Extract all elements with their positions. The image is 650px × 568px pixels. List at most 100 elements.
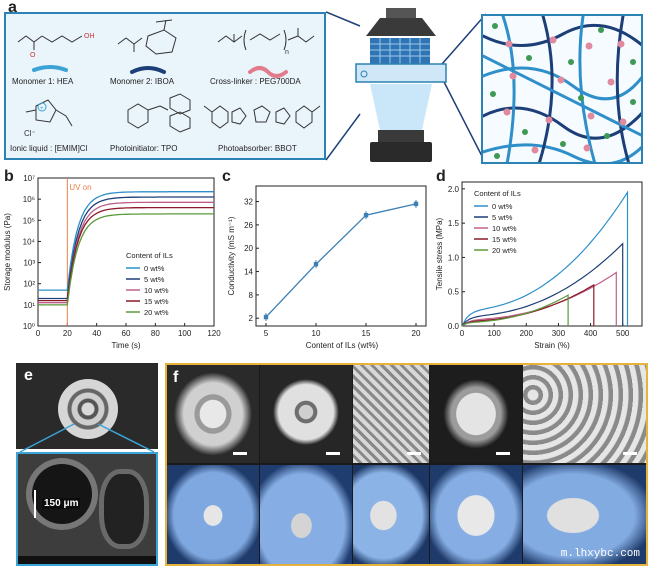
monomer1-label: Monomer 1: HEA bbox=[12, 77, 74, 86]
uv-on-annotation: UV on bbox=[69, 183, 91, 192]
watermark: m.lhxybc.com bbox=[560, 548, 640, 560]
data-point bbox=[363, 212, 369, 218]
series-line bbox=[38, 191, 214, 291]
hea-structure bbox=[17, 35, 83, 50]
crosslinker-label: Cross-linker : PEG700DA bbox=[210, 77, 301, 86]
scale-bar bbox=[623, 452, 637, 455]
scale-bar bbox=[233, 452, 247, 455]
x-tick-label: 20 bbox=[63, 329, 72, 338]
panel-d-letter: d bbox=[436, 168, 446, 185]
printed-part-5 bbox=[523, 365, 646, 463]
x-tick-label: 200 bbox=[520, 329, 534, 338]
legend-label: 15 wt% bbox=[144, 297, 169, 306]
chart-b-series bbox=[38, 191, 214, 306]
y-tick-label: 20 bbox=[244, 244, 253, 253]
build-plate bbox=[366, 18, 436, 36]
hea-oh: OH bbox=[84, 33, 95, 40]
y-tick-label: 14 bbox=[244, 268, 253, 277]
uv-light-beam bbox=[370, 84, 432, 130]
legend-label: 10 wt% bbox=[144, 286, 169, 295]
legend-label: 5 wt% bbox=[144, 275, 165, 284]
x-tick-label: 5 bbox=[264, 329, 269, 338]
chart-b-legend-title: Content of ILs bbox=[126, 251, 173, 260]
x-tick-label: 500 bbox=[616, 329, 630, 338]
x-tick-label: 0 bbox=[36, 329, 41, 338]
chart-b-legend: 0 wt% 5 wt% 10 wt% 15 wt% 20 wt% bbox=[126, 264, 169, 317]
legend-label: 20 wt% bbox=[144, 308, 169, 317]
chart-b-xlabel: Time (s) bbox=[111, 341, 140, 350]
y-tick-label: 0.5 bbox=[448, 288, 460, 297]
sem-image: 150 μm bbox=[16, 452, 158, 566]
x-tick-label: 40 bbox=[92, 329, 101, 338]
y-tick-label: 32 bbox=[244, 198, 253, 207]
vat-icon bbox=[360, 70, 368, 78]
flexed-part-2 bbox=[260, 465, 352, 564]
iboa-glyph bbox=[130, 66, 166, 74]
y-tick-label: 8 bbox=[249, 291, 254, 300]
panel-f-photo-grid: f m.lhxybc.com bbox=[165, 363, 648, 566]
chloride-ion: Cl⁻ bbox=[24, 129, 36, 138]
y-tick-label: 10⁴ bbox=[23, 237, 36, 246]
plus-charge-icon bbox=[37, 102, 47, 112]
legend-label: 15 wt% bbox=[492, 235, 517, 244]
data-point bbox=[313, 261, 319, 267]
panel-e-letter: e bbox=[24, 367, 33, 384]
legend-label: 0 wt% bbox=[144, 264, 165, 273]
plus-sign: + bbox=[40, 106, 44, 112]
legend-label: 0 wt% bbox=[492, 202, 513, 211]
stress-strain-curve bbox=[461, 190, 629, 327]
printed-lattice bbox=[370, 38, 430, 64]
peg-glyph bbox=[248, 66, 288, 78]
flexed-part-1 bbox=[167, 465, 259, 564]
chart-c-xlabel: Content of ILs (wt%) bbox=[306, 341, 379, 350]
legend-label: 10 wt% bbox=[492, 224, 517, 233]
sem-pore bbox=[32, 464, 92, 524]
scale-bar bbox=[496, 452, 510, 455]
build-plate-arm bbox=[386, 8, 416, 18]
peg-repeat-n: n bbox=[285, 49, 289, 56]
data-point bbox=[413, 201, 419, 207]
scale-marker bbox=[34, 490, 36, 518]
flexed-part-4 bbox=[430, 465, 522, 564]
sem-pore-2 bbox=[104, 474, 144, 544]
hea-oxygen: O bbox=[30, 52, 36, 59]
chemical-structures: O OH n + Cl⁻ bbox=[17, 19, 321, 138]
x-tick-label: 60 bbox=[122, 329, 131, 338]
sem-scale-label: 150 μm bbox=[42, 498, 81, 509]
y-tick-label: 10⁵ bbox=[23, 216, 35, 225]
printed-part-2 bbox=[260, 365, 352, 463]
projector-body bbox=[370, 142, 432, 162]
flexed-part-3 bbox=[353, 465, 429, 564]
x-tick-label: 100 bbox=[178, 329, 192, 338]
y-tick-label: 2.0 bbox=[448, 185, 460, 194]
chart-d-legend: 0 wt%5 wt%10 wt%15 wt%20 wt% bbox=[474, 202, 517, 255]
y-tick-label: 10³ bbox=[23, 259, 35, 268]
y-tick-label: 0.0 bbox=[448, 322, 460, 331]
scale-bar bbox=[326, 452, 340, 455]
flexed-part-5 bbox=[523, 465, 646, 564]
resin-vat bbox=[355, 63, 447, 83]
chart-d-series bbox=[461, 190, 629, 327]
photoabsorber-label: Photoabsorber: BBOT bbox=[218, 144, 297, 153]
chart-c-plot-area bbox=[255, 185, 427, 327]
photoinitiator-label: Photoinitiator: TPO bbox=[110, 144, 178, 153]
network-svg bbox=[483, 16, 641, 162]
chart-d-y-ticks: 0.00.51.01.52.0 bbox=[448, 185, 465, 331]
x-tick-label: 120 bbox=[207, 329, 221, 338]
chart-b-ylabel: Storage modulus (Pa) bbox=[3, 213, 12, 291]
data-point bbox=[263, 314, 269, 320]
printed-part-1 bbox=[167, 365, 259, 463]
ionic-liquid-label: Ionic liquid : [EMIM]Cl bbox=[10, 144, 88, 153]
conductivity-line bbox=[265, 203, 417, 318]
y-tick-label: 10⁶ bbox=[23, 195, 35, 204]
iboa-structure bbox=[117, 19, 177, 55]
x-tick-label: 300 bbox=[552, 329, 566, 338]
panel-a-letter: a bbox=[8, 0, 17, 16]
x-tick-label: 100 bbox=[487, 329, 501, 338]
y-tick-label: 10⁰ bbox=[23, 322, 35, 331]
